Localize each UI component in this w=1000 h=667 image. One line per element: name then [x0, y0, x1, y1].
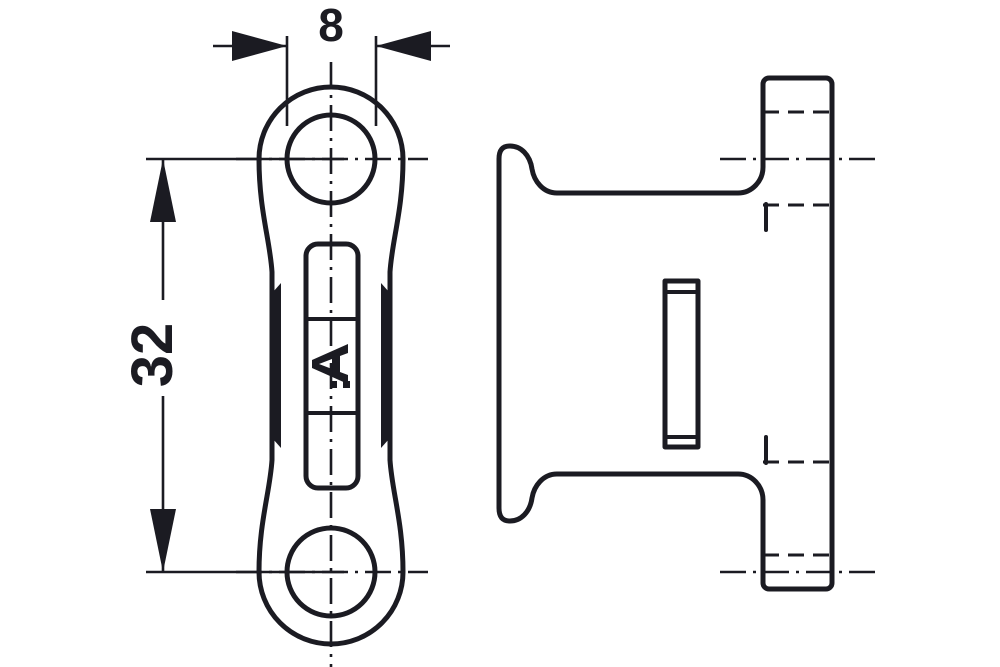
side-view-slot-outline [662, 278, 701, 450]
front-view [236, 62, 428, 667]
height-dim-arrow-top [150, 159, 176, 222]
side-view-outline [496, 75, 835, 592]
width-dim-arrow-right [376, 31, 431, 61]
height-dim-label: 32 [120, 323, 185, 388]
width-dim-label: 8 [318, 0, 344, 51]
height-dimension-32: 32 [120, 157, 344, 574]
front-view-outline [256, 84, 406, 647]
left-side-rib [273, 283, 281, 448]
width-dim-arrow-left [232, 31, 287, 61]
side-view [496, 75, 880, 592]
height-dim-arrow-bottom [150, 509, 176, 572]
right-side-rib [381, 283, 389, 448]
width-dimension-8: 8 [213, 0, 450, 126]
